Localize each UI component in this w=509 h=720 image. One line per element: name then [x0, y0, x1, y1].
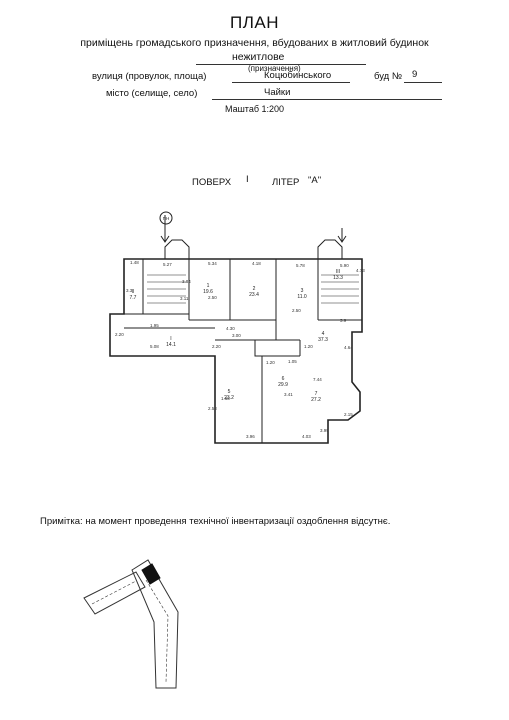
dimension-label: 5.90: [340, 263, 349, 268]
highlighted-section: [141, 563, 161, 585]
dimension-label: 2.20: [212, 344, 221, 349]
building-value: 9: [412, 69, 418, 80]
dimension-label: 2.20: [115, 332, 124, 337]
room-area: 11.0: [297, 294, 307, 300]
purpose-caption: (призначення): [248, 64, 301, 73]
compass-label: ПН: [163, 216, 169, 221]
plan-dimension-labels: 1.48 5.27 5.34 4.18 5.78 5.90 4.73 3.3 3.84 3.11 1…: [115, 260, 365, 439]
dimension-label: 3.00: [232, 333, 241, 338]
dimension-label: 1.20: [266, 360, 275, 365]
dimension-label: 2.50: [208, 295, 217, 300]
street-label: вулиця (провулок, площа): [92, 71, 207, 82]
dimension-label: 3.96: [246, 434, 255, 439]
dimension-label: 2.50: [292, 308, 301, 313]
room-number: II: [132, 289, 135, 295]
dimension-label: 5.78: [296, 263, 305, 268]
dimension-label: 3.99: [320, 428, 329, 433]
dimension-label: 7.44: [313, 377, 322, 382]
dimension-label: 4.30: [226, 326, 235, 331]
dimension-label: 3.11: [180, 296, 189, 301]
street-value: Коцюбинського: [264, 70, 332, 81]
dimension-label: 4.64: [344, 345, 353, 350]
dimension-label: 1.63: [221, 396, 230, 401]
dimension-label: 1.20: [304, 344, 313, 349]
entrance-arrow-right: [337, 228, 347, 243]
purpose-underline: [196, 64, 366, 65]
compass-circle: [159, 211, 173, 225]
room-area: 29.9: [278, 382, 288, 388]
room-area: 14.1: [166, 342, 176, 348]
letter-label: ЛІТЕР: [272, 177, 300, 188]
room-number: 6: [282, 376, 285, 382]
room-number: 7: [315, 391, 318, 397]
room-number: 5: [228, 389, 231, 395]
city-underline: [212, 99, 442, 100]
building-underline: [404, 82, 442, 83]
building-inner-lines: [91, 579, 169, 683]
dimension-label: 3.84: [182, 279, 191, 284]
interior-walls: [124, 259, 362, 443]
plan-note: Примітка: на момент проведення технічної…: [40, 516, 391, 527]
letter-value: "А": [308, 175, 322, 186]
dimension-label: 3.3: [126, 288, 133, 293]
building-label: буд №: [374, 71, 403, 82]
plan-title: ПЛАН: [230, 13, 279, 32]
dimension-label: 1.95: [150, 323, 159, 328]
dimension-label: 3.9: [340, 318, 347, 323]
room-area: 13.3: [333, 275, 343, 281]
building-outline: [83, 559, 179, 689]
dimension-label: 1.05: [288, 359, 297, 364]
room-number: I: [170, 336, 171, 342]
dimension-label: 1.48: [130, 260, 139, 265]
room-number: 3: [301, 288, 304, 294]
dimension-label: 5.08: [150, 344, 159, 349]
left-stair-bay: [164, 239, 190, 259]
dimension-label: 5.27: [163, 262, 172, 267]
plan-walls: [109, 211, 363, 444]
stair-treads: [147, 274, 359, 304]
room-area: 37.3: [318, 337, 328, 343]
plan-subtitle: приміщень громадського призначення, вбуд…: [80, 37, 429, 49]
room-area: 19.6: [203, 289, 213, 295]
room-area: 27.2: [311, 397, 321, 403]
city-label: місто (селище, село): [106, 88, 198, 99]
city-value: Чайки: [264, 87, 291, 98]
room-number: III: [336, 269, 340, 275]
room-area: 23.4: [249, 292, 259, 298]
floor-label: ПОВЕРХ: [192, 177, 232, 188]
street-underline: [232, 82, 350, 83]
dimension-label: 4.73: [356, 268, 365, 273]
dimension-label: 4.03: [302, 434, 311, 439]
site-plan: [83, 559, 179, 689]
purpose-value: нежитлове: [232, 51, 285, 63]
room-area: 23.2: [224, 395, 234, 401]
dimension-label: 2.15: [344, 412, 353, 417]
scale-label: Маштаб 1:200: [224, 104, 285, 114]
floor-value: I: [246, 174, 249, 185]
dimension-label: 2.58: [208, 406, 217, 411]
room-number: 2: [253, 286, 256, 292]
outer-wall: [109, 258, 363, 444]
compass-arrow-left: [160, 215, 170, 243]
dimension-label: 5.34: [208, 261, 217, 266]
dimension-label: 4.18: [252, 261, 261, 266]
room-number: 4: [322, 331, 325, 337]
dimension-label: 3.41: [284, 392, 293, 397]
right-stair-bay: [317, 239, 343, 259]
room-number: 1: [207, 283, 210, 289]
room-area: 7.7: [130, 295, 137, 301]
